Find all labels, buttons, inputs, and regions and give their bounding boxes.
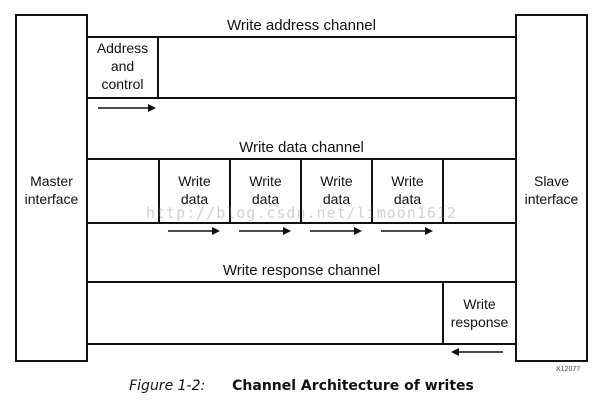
write-response-channel-top-line <box>88 281 515 283</box>
slave-interface-block <box>515 14 588 362</box>
write-data-cell-label: Write data <box>391 173 424 207</box>
master-interface-block <box>15 14 88 362</box>
write-data-cell-label: Write data <box>320 173 353 207</box>
write-address-channel-bottom-line <box>88 97 515 99</box>
figure-title: Channel Architecture of writes <box>232 378 474 394</box>
write-data-cell <box>300 158 373 223</box>
data-direction-arrow <box>381 227 433 235</box>
data-direction-arrow <box>239 227 291 235</box>
data-direction-arrow <box>310 227 362 235</box>
write-data-cell <box>158 158 231 223</box>
address-cell-divider <box>157 36 159 98</box>
write-data-channel-title: Write data channel <box>239 139 364 156</box>
slave-interface-label: Slave interface <box>524 173 579 207</box>
write-data-cell-label: Write data <box>178 173 211 207</box>
write-response-cell: Write response <box>450 296 509 330</box>
response-cell-divider <box>442 281 444 344</box>
watermark: http://blog.csdn.net/limoon1612 <box>146 204 457 222</box>
write-response-channel-title: Write response channel <box>222 262 381 279</box>
address-direction-arrow <box>98 104 156 112</box>
write-address-channel-top-line <box>88 36 515 38</box>
figure-caption: Figure 1-2: Channel Architecture of writ… <box>0 377 603 395</box>
write-data-cell-divider <box>442 158 444 223</box>
image-code: X12077 <box>556 366 581 373</box>
master-interface-label: Master interface <box>24 173 79 207</box>
write-response-channel-bottom-line <box>88 343 515 345</box>
write-data-cell-label: Write data <box>249 173 282 207</box>
response-direction-arrow <box>451 348 503 356</box>
address-and-control-cell: Address and control <box>96 40 149 92</box>
write-data-channel-bottom-line <box>88 222 515 224</box>
write-address-channel-title: Write address channel <box>227 17 376 34</box>
data-direction-arrow <box>168 227 220 235</box>
figure-number: Figure 1-2: <box>129 378 206 394</box>
